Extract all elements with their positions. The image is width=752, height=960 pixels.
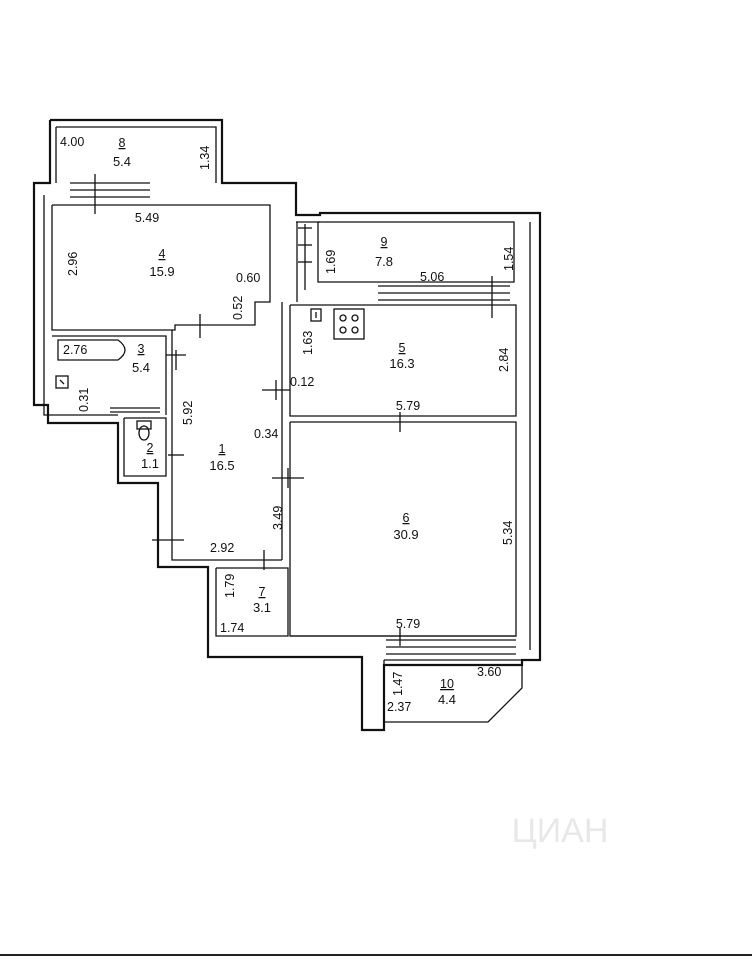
dimension-label: 0.31 [77,388,91,412]
dimension-label: 1.34 [198,146,212,170]
dimension-label: 2.84 [497,348,511,372]
room-number: 10 [440,677,454,691]
dimension-label: 5.79 [396,617,420,631]
dimension-label: 0.34 [254,427,278,441]
dimension-label: 0.12 [290,375,314,389]
window-marks [70,174,516,655]
interior-walls [52,302,523,723]
dimension-label: 5.92 [181,401,195,425]
dimension-label: 0.52 [231,296,245,320]
dimension-label: 5.79 [396,399,420,413]
toilet-icon [138,425,150,441]
dimension-label: 1.79 [223,574,237,598]
outer-walls [32,118,542,732]
bottom-border [0,954,752,956]
room-2: 2 1.1 [141,441,159,471]
room-5: 5 16.3 [389,341,414,371]
room-number: 7 [259,585,266,599]
watermark-logo: ЦИАН [512,812,609,850]
room-4: 4 15.9 [149,247,174,279]
room-number: 1 [219,442,226,456]
dimension-label: 2.76 [63,343,87,357]
room-area: 30.9 [393,527,418,542]
room-7: 7 3.1 [253,585,271,615]
dimension-label: 1.63 [301,331,315,355]
room-number: 2 [147,441,154,455]
dimension-label: 2.92 [210,541,234,555]
room-8: 8 5.4 [113,136,131,169]
door-marks [110,314,401,646]
dimension-label: 1.47 [391,672,405,696]
dimension-label: 4.00 [60,135,84,149]
room-number: 8 [119,136,126,150]
room-area: 16.5 [209,458,234,473]
room-number: 4 [159,247,166,261]
bathtub-icon [57,339,126,361]
room-number: 3 [138,342,145,356]
room-3: 3 5.4 [132,342,150,375]
kitchen-sink-icon [310,308,322,322]
dimension-label: 3.49 [271,506,285,530]
dimension-labels: 4.00 1.34 5.49 2.96 0.60 0.52 2.76 0.31 … [60,135,516,714]
room-area: 1.1 [141,456,159,471]
room-area: 4.4 [438,692,456,707]
dimension-label: 2.37 [387,700,411,714]
room-area: 15.9 [149,264,174,279]
dimension-label: 1.74 [220,621,244,635]
room-6: 6 30.9 [393,511,418,542]
room-area: 7.8 [375,254,393,269]
room-1: 1 16.5 [209,442,234,473]
room-10: 10 4.4 [438,677,456,707]
stove-icon [333,308,365,340]
room-area: 5.4 [132,360,150,375]
room-area: 16.3 [389,356,414,371]
dimension-label: 0.60 [236,271,260,285]
dimension-label: 1.69 [324,250,338,274]
fixtures [55,308,365,441]
dimension-label: 3.60 [477,665,501,679]
room-9: 9 7.8 [375,235,393,269]
room-area: 5.4 [113,154,131,169]
sink-icon [55,375,69,389]
dimension-label: 5.49 [135,211,159,225]
room-area: 3.1 [253,600,271,615]
dimension-label: 1.54 [502,247,516,271]
dimension-label: 5.34 [501,521,515,545]
dimension-label: 2.96 [66,252,80,276]
room-number: 9 [381,235,388,249]
room-number: 5 [399,341,406,355]
room-number: 6 [403,511,410,525]
dimension-label: 5.06 [420,270,444,284]
